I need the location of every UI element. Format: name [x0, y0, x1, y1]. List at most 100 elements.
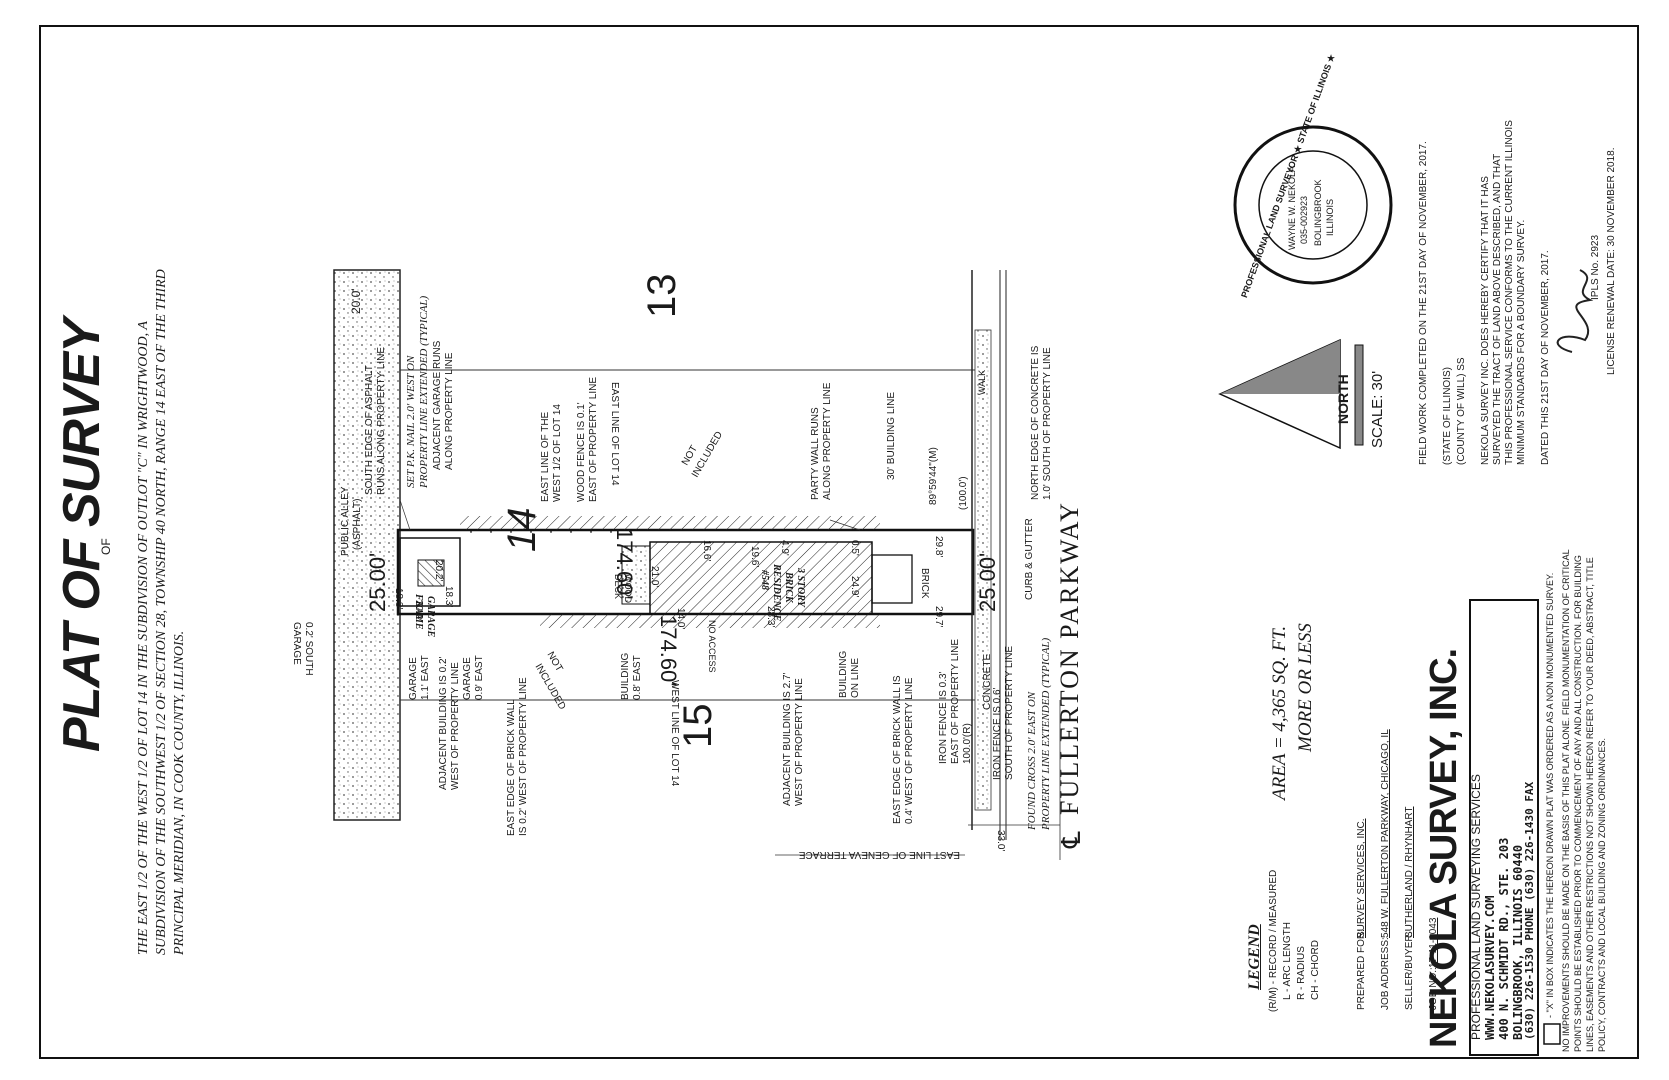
sheet-border	[39, 25, 1639, 1059]
residence-label-1: 3 STORY	[795, 568, 806, 607]
res-dim-6: 28.3'	[765, 606, 776, 628]
iron-fence-2a: IRON FENCE IS 0.6'	[992, 687, 1003, 781]
brick-wall-1b: IS 0.2' WEST OF PROPERTY LINE	[518, 677, 529, 836]
certify-line-2: SURVEYED THE TRACT OF LAND ABOVE DESCRIB…	[1492, 153, 1503, 465]
found-cross-1: FOUND CROSS 2.0' EAST ON	[1026, 691, 1038, 830]
record-dim: (100.0')	[958, 476, 969, 510]
found-cross-2: PROPERTY LINE EXTENDED (TYPICAL)	[1040, 637, 1052, 830]
alley-label-2: (ASPHALT)	[352, 498, 363, 551]
street-width: 33.0'	[995, 830, 1006, 852]
wood-fence-2: EAST OF PROPERTY LINE	[588, 376, 599, 502]
lot-14-number: 14	[500, 507, 544, 553]
legend-item-3: R - RADIUS	[1296, 946, 1307, 1000]
building-east-1: BUILDING	[620, 652, 631, 700]
adj-bldg-2a: ADJACENT BUILDING IS 2.7'	[782, 672, 793, 806]
adj-bldg-2b: WEST OF PROPERTY LINE	[794, 678, 805, 806]
building-on-line-1: BUILDING	[838, 650, 849, 698]
wood-deck-label-1: WOOD	[623, 574, 633, 603]
res-dim-1: 21.0'	[649, 566, 660, 588]
iron-fence-1b: EAST OF PROPERTY LINE	[950, 638, 961, 764]
brick-wall-2b: 0.4' WEST OF PROPERTY LINE	[904, 677, 915, 824]
dated-line: DATED THIS 21ST DAY OF NOVEMBER, 2017.	[1540, 250, 1551, 465]
job-address-label: JOB ADDRESS:	[1380, 937, 1391, 1010]
adjacent-shade-north	[460, 516, 880, 530]
sidewalk	[974, 329, 992, 811]
legal-line-1: THE EAST 1/2 OF THE WEST 1/2 OF LOT 14 I…	[136, 321, 151, 955]
pk-nail-2: PROPERTY LINE EXTENDED (TYPICAL)	[418, 295, 430, 488]
residence-label-2: BRICK	[783, 572, 794, 603]
prepared-for-value: SURVEY SERVICES, INC.	[1356, 818, 1367, 939]
garage-east-1a: GARAGE	[408, 657, 419, 700]
garage-dim-1: 20.2'	[433, 560, 444, 582]
residence-label-4: #548	[759, 570, 770, 590]
garage-south-2: 0.2' SOUTH	[303, 622, 314, 676]
scale-bar	[1354, 344, 1364, 446]
signature	[1556, 269, 1594, 353]
dim-alley-end: 25.00'	[365, 552, 390, 612]
garage	[399, 537, 461, 607]
legend-item-1: (R/M) - RECORD / MEASURED	[1268, 869, 1279, 1012]
north-edge-1: NORTH EDGE OF CONCRETE IS	[1030, 345, 1041, 500]
legend-item-2: L - ARC LENGTH	[1282, 922, 1293, 1000]
legal-line-2: SUBDIVISION OF THE SOUTHWEST 1/2 OF SECT…	[154, 269, 169, 955]
building-on-line-2: ON LINE	[850, 657, 861, 698]
wood-deck	[621, 545, 651, 605]
seal-number: 035-002923	[1299, 195, 1309, 244]
lot-13-number: 13	[640, 273, 684, 319]
legend-title: LEGEND	[1246, 924, 1263, 990]
west-line-lot-label: WEST LINE OF LOT 14	[669, 680, 680, 787]
improvements-note-2: POINTS SHOULD BE ESTABLISHED PRIOR TO CO…	[1573, 555, 1583, 1052]
party-wall-2: ALONG PROPERTY LINE	[822, 382, 833, 500]
seal-outer	[1233, 125, 1393, 285]
alley	[333, 269, 401, 821]
adj-bldg-1a: ADJACENT BUILDING IS 0.2'	[438, 656, 449, 790]
county-of-will: (COUNTY OF WILL) SS	[1456, 357, 1467, 465]
field-work-note: FIELD WORK COMPLETED ON THE 21ST DAY OF …	[1418, 141, 1429, 465]
north-label: NORTH	[1335, 374, 1351, 424]
seller-buyer-value: SUTHERLAND / RHYNHART	[1404, 806, 1415, 939]
brick-steps	[871, 554, 913, 604]
angle-label: 89°59'44"(M)	[928, 447, 939, 505]
company-phone: (630) 226-1530 PHONE (630) 226-1430 FAX	[1523, 781, 1536, 1040]
dim-street-end: 25.00'	[975, 552, 1000, 612]
brick-label: BRICK	[919, 568, 930, 599]
alley-width: 20.0'	[349, 288, 363, 314]
improvements-note-4: POLICY, CONTRACTS AND LOCAL BUILDING AND…	[1597, 737, 1607, 1052]
party-wall-1: PARTY WALL RUNS	[810, 407, 821, 500]
no-access-label: NO ACCESS	[707, 620, 717, 673]
garage-east-1b: 1.1' EAST	[420, 655, 431, 700]
geneva-label: EAST LINE OF GENEVA TERRACE	[798, 849, 960, 860]
page-title: PLAT OF SURVEY	[53, 319, 111, 752]
adjacent-shade-south	[540, 614, 880, 628]
street-centerline-symbol: ℄	[1057, 831, 1086, 848]
seal-name: WAYNE W. NEKOLA	[1287, 165, 1297, 250]
brick-wall-1a: EAST EDGE OF BRICK WALL	[506, 699, 517, 836]
leader-1	[399, 499, 411, 531]
prepared-for-label: PREPARED FOR:	[1356, 929, 1367, 1010]
east-line-half-1: EAST LINE OF THE	[540, 411, 551, 502]
seller-buyer-label: SELLER/BUYER:	[1404, 931, 1415, 1010]
curb-label: CURB & GUTTER	[1024, 518, 1035, 600]
north-edge-2: 1.0' SOUTH OF PROPERTY LINE	[1042, 347, 1053, 500]
x-box	[1543, 1023, 1561, 1045]
res-dim-8: 0.5'	[849, 540, 860, 556]
certify-line-4: MINIMUM STANDARDS FOR A BOUNDARY SURVEY.	[1516, 219, 1527, 465]
garage-south-1: GARAGE	[291, 622, 302, 665]
wood-fence-1: WOOD FENCE IS 0.1'	[576, 402, 587, 502]
seal-state: ILLINOIS	[1325, 198, 1335, 236]
company-box	[1469, 599, 1539, 1056]
building-east-2: 0.8' EAST	[632, 655, 643, 700]
garage-dim-4: 20.2'	[413, 600, 424, 622]
company-name: NEKOLA SURVEY, INC.	[1423, 648, 1465, 1048]
dim-front-1: 29.8'	[933, 536, 944, 558]
dim-front-2: 29.7'	[933, 606, 944, 628]
adj-garage-2: ALONG PROPERTY LINE	[444, 352, 455, 470]
res-dim-3: 19.6'	[749, 546, 760, 568]
certify-line-3: THIS PROFESSIONAL SERVICE CONFORMS TO TH…	[1504, 120, 1515, 465]
iron-fence-1a: IRON FENCE IS 0.3'	[938, 671, 949, 765]
iron-fence-1c: 100.0'(R)	[962, 723, 973, 764]
leader-2	[829, 519, 861, 531]
building-line-30: 30' BUILDING LINE	[886, 391, 897, 480]
north-arrow-shade	[1220, 340, 1340, 394]
